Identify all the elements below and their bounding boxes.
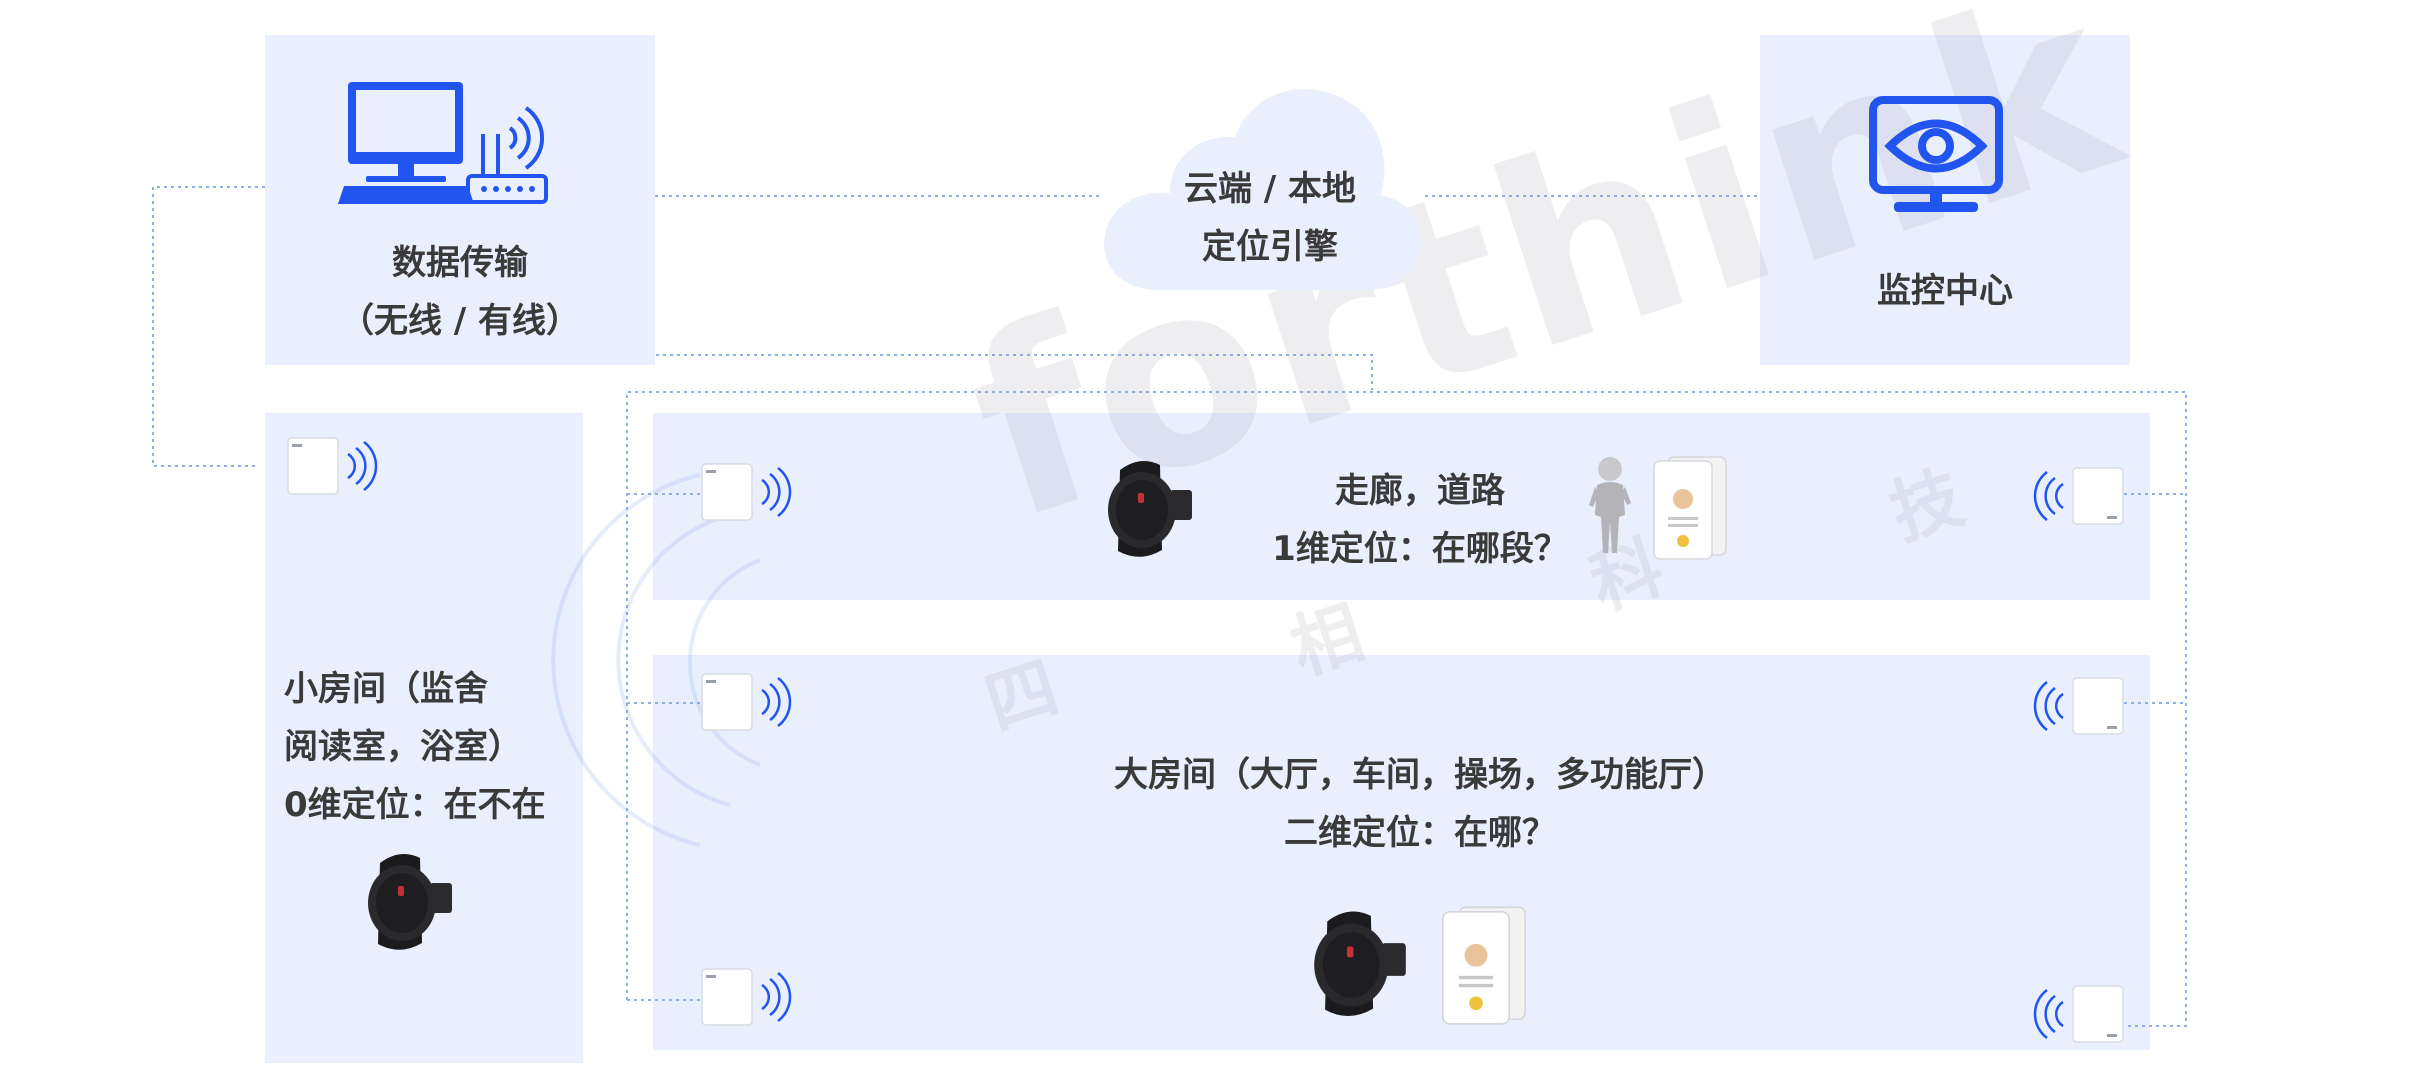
anchor-beacon-icon bbox=[701, 463, 792, 521]
eye-monitor-icon bbox=[1869, 96, 2003, 212]
anchor-beacon-icon bbox=[287, 437, 378, 495]
label-monitor-center: 监控中心 bbox=[1877, 271, 2013, 311]
label-corridor: 走廊，道路 1维定位：在哪段？ bbox=[1272, 471, 1568, 569]
panel-small-room bbox=[265, 413, 583, 1063]
panel-large-room bbox=[653, 655, 2150, 1050]
panel-corridor bbox=[653, 413, 2150, 600]
anchor-beacon-icon bbox=[2033, 985, 2124, 1043]
label-large-room: 大房间（大厅，车间，操场，多功能厅） 二维定位：在哪？ bbox=[1114, 755, 1726, 853]
computer-router-icon bbox=[338, 82, 548, 204]
wristband-tag-icon bbox=[1108, 461, 1192, 557]
badge-card-icon bbox=[1653, 456, 1727, 560]
anchor-beacon-icon bbox=[701, 968, 792, 1026]
cloud-icon bbox=[1104, 89, 1421, 290]
anchor-beacon-icon bbox=[2033, 467, 2124, 525]
anchor-beacon-icon bbox=[2033, 677, 2124, 735]
badge-card-icon bbox=[1442, 906, 1526, 1025]
wristband-tag-icon bbox=[1314, 911, 1406, 1017]
person-figure-icon bbox=[1589, 457, 1631, 553]
anchor-beacon-icon bbox=[701, 673, 792, 731]
wristband-tag-icon bbox=[368, 854, 452, 950]
signal-rings-decoration bbox=[551, 473, 761, 847]
label-cloud-engine: 云端 / 本地 定位引擎 bbox=[1183, 169, 1357, 267]
label-small-room: 小房间（监舍 阅读室，浴室） 0维定位：在不在 bbox=[284, 669, 546, 825]
panel-monitor-center bbox=[1760, 35, 2130, 365]
label-data-transmission: 数据传输 （无线 / 有线） bbox=[339, 243, 581, 341]
